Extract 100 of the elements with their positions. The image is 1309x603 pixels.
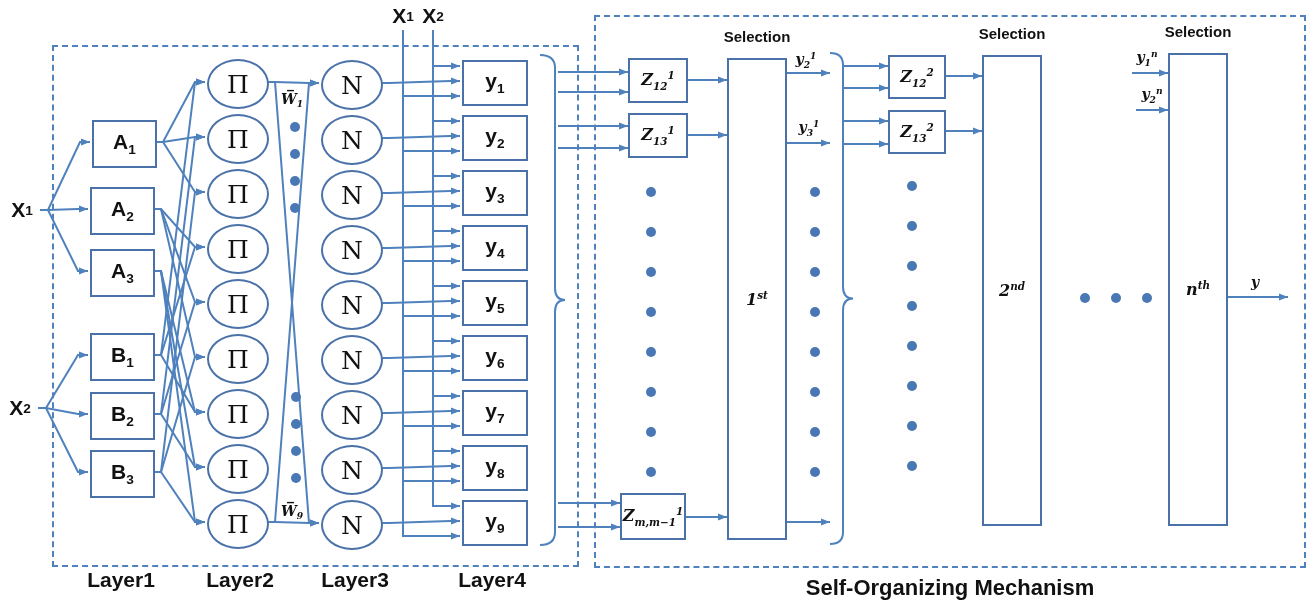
node-label: Π [227, 509, 249, 539]
neuron-box [628, 58, 688, 103]
node-label: B$_{3}$ [111, 460, 134, 488]
output-box [462, 280, 528, 326]
layer-caption: Layer4 [458, 568, 526, 592]
arrow [380, 297, 461, 305]
node-label: A$_{3}$ [111, 259, 134, 287]
layer-label: 2$^{nd}$ [999, 280, 1025, 301]
arrow [557, 144, 629, 152]
layer-label: 1$^{st}$ [746, 288, 768, 310]
node-label: y$_{6}$ [485, 344, 505, 372]
node-label: Π [227, 454, 249, 484]
membership-box [90, 333, 155, 381]
layer-heading: Selection [1163, 23, 1233, 40]
node-label: B$_{2}$ [111, 402, 134, 430]
arrow [380, 242, 461, 250]
node-label: Π [227, 179, 249, 209]
dashed-group-frame [52, 45, 579, 567]
arrow [842, 140, 889, 148]
membership-box [92, 120, 157, 168]
edge-label: W̅$_{9}$ [279, 503, 305, 521]
arrow [786, 69, 831, 77]
node-label: N [341, 235, 363, 265]
output-box [462, 500, 528, 546]
membership-box [90, 392, 155, 440]
arrow [685, 513, 728, 521]
node-label: N [341, 510, 363, 540]
arrow [39, 209, 89, 275]
output-box [462, 335, 528, 381]
arrow [380, 462, 461, 470]
arrow [842, 117, 889, 125]
output-box [462, 60, 528, 106]
layer-heading: Selection [722, 28, 792, 45]
membership-box [90, 249, 155, 297]
arrow [687, 76, 728, 84]
arrow [380, 517, 461, 525]
arrow [380, 352, 461, 360]
arrow [842, 62, 889, 70]
arrow [786, 518, 831, 526]
node-label: Π [227, 344, 249, 374]
node-label: y$_{4}$ [485, 234, 505, 262]
node-label: B$_{1}$ [111, 343, 134, 371]
node-label: Π [227, 69, 249, 99]
membership-box [90, 450, 155, 498]
output-box [462, 115, 528, 161]
node-label: Π [227, 289, 249, 319]
node-label: N [341, 180, 363, 210]
arrow [380, 407, 461, 415]
arrow [557, 122, 629, 130]
node-label: Π [227, 399, 249, 429]
edge-label: W̅$_{1}$ [279, 91, 305, 109]
node-label: N [341, 70, 363, 100]
node-label: N [341, 290, 363, 320]
output-box [462, 445, 528, 491]
arrow [557, 523, 621, 531]
node-label: y$_{3}$ [485, 179, 505, 207]
output-box [462, 225, 528, 271]
arrow [557, 499, 621, 507]
node-label: A$_{1}$ [113, 130, 136, 158]
node-label: Π [227, 124, 249, 154]
membership-box [90, 187, 155, 235]
layer-heading: Selection [977, 25, 1047, 42]
node-label: y$_{2}$ [485, 124, 505, 152]
arrow [842, 84, 889, 92]
arrow [557, 68, 629, 76]
node-label: y$_{1}$ [485, 69, 505, 97]
arrow [37, 407, 89, 476]
node-label: N [341, 400, 363, 430]
arrow [1135, 106, 1169, 114]
layer-caption: Layer2 [206, 568, 274, 592]
arrow [1131, 69, 1169, 77]
node-label: N [341, 455, 363, 485]
node-label: y$_{9}$ [485, 509, 505, 537]
arrow [1227, 293, 1289, 301]
arrow [380, 132, 461, 140]
arrow [380, 187, 461, 195]
layer-caption: Layer3 [321, 568, 389, 592]
arrow [687, 131, 728, 139]
output-box [462, 170, 528, 216]
node-label: N [341, 125, 363, 155]
arrow [945, 127, 983, 135]
group-title: Self-Organizing Mechanism [804, 575, 1096, 601]
arrow [380, 77, 461, 85]
neuron-box [620, 493, 686, 540]
node-label: y$_{8}$ [485, 454, 505, 482]
node-label: N [341, 345, 363, 375]
layer-label: n$^{th}$ [1186, 279, 1210, 300]
node-label: Π [227, 234, 249, 264]
node-label: y$_{5}$ [485, 289, 505, 317]
curly-brace [830, 52, 853, 545]
node-label: A$_{2}$ [111, 197, 134, 225]
arrow [786, 139, 831, 147]
neuron-box [888, 110, 946, 154]
neuron-box [628, 113, 688, 158]
arrow [945, 72, 983, 80]
layer-caption: Layer1 [87, 568, 155, 592]
output-box [462, 390, 528, 436]
arrow [557, 88, 629, 96]
neuron-box [888, 55, 946, 99]
node-label: y$_{7}$ [485, 399, 505, 427]
